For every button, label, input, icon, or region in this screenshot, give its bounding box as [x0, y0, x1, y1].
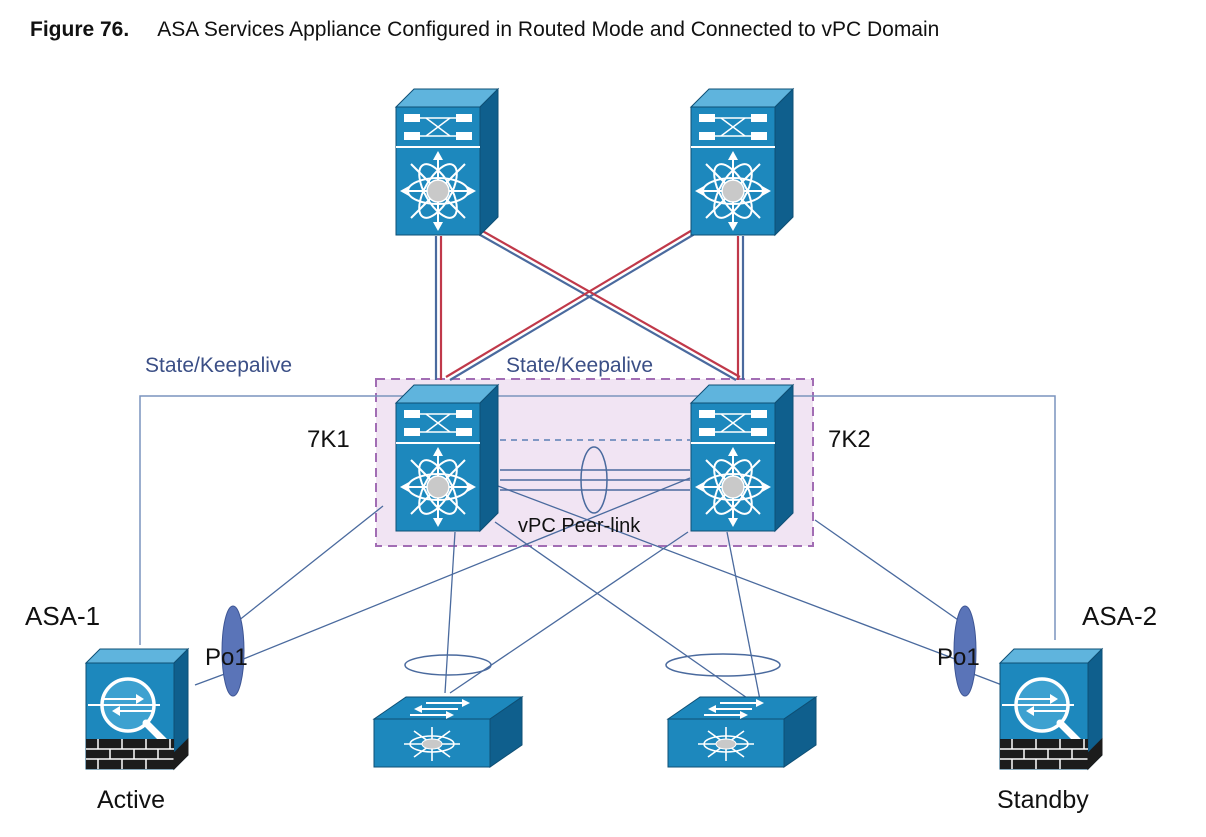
po1-oval-left — [221, 605, 245, 697]
asa1-firewall-icon — [86, 649, 188, 769]
portchannel-ring-left — [404, 654, 492, 676]
downlinks — [194, 477, 1003, 701]
state-keepalive-label-left: State/Keepalive — [145, 354, 292, 377]
figure-title: ASA Services Appliance Configured in Rou… — [157, 18, 940, 41]
po1-oval-right — [953, 605, 977, 697]
state-keepalive-label-center: State/Keepalive — [506, 354, 653, 377]
state-keepalive-link — [139, 395, 1056, 645]
figure-number: Figure 76. — [30, 18, 130, 41]
core-switch-right-icon — [690, 88, 794, 236]
switch-7k2-label: 7K2 — [828, 426, 871, 453]
access-switch-left-icon — [373, 696, 523, 768]
po1-label-right: Po1 — [937, 644, 980, 671]
switch-7k1-icon — [395, 384, 499, 532]
switch-7k1-label: 7K1 — [307, 426, 350, 453]
active-label: Active — [97, 786, 165, 814]
asa1-label: ASA-1 — [25, 601, 100, 631]
core-switch-left-icon — [395, 88, 499, 236]
standby-label: Standby — [997, 786, 1089, 814]
switch-7k2-icon — [690, 384, 794, 532]
figure-caption: Figure 76. ASA Services Appliance Configu… — [30, 18, 939, 42]
po1-label-left: Po1 — [205, 644, 248, 671]
portchannel-ring-right — [665, 653, 781, 677]
vpc-peer-link-label: vPC Peer-link — [518, 515, 641, 537]
vpc-peer-link-lines — [500, 439, 690, 514]
uplinks — [434, 228, 745, 381]
access-switch-right-icon — [667, 696, 817, 768]
asa2-label: ASA-2 — [1082, 601, 1157, 631]
asa2-firewall-icon — [1000, 649, 1102, 769]
